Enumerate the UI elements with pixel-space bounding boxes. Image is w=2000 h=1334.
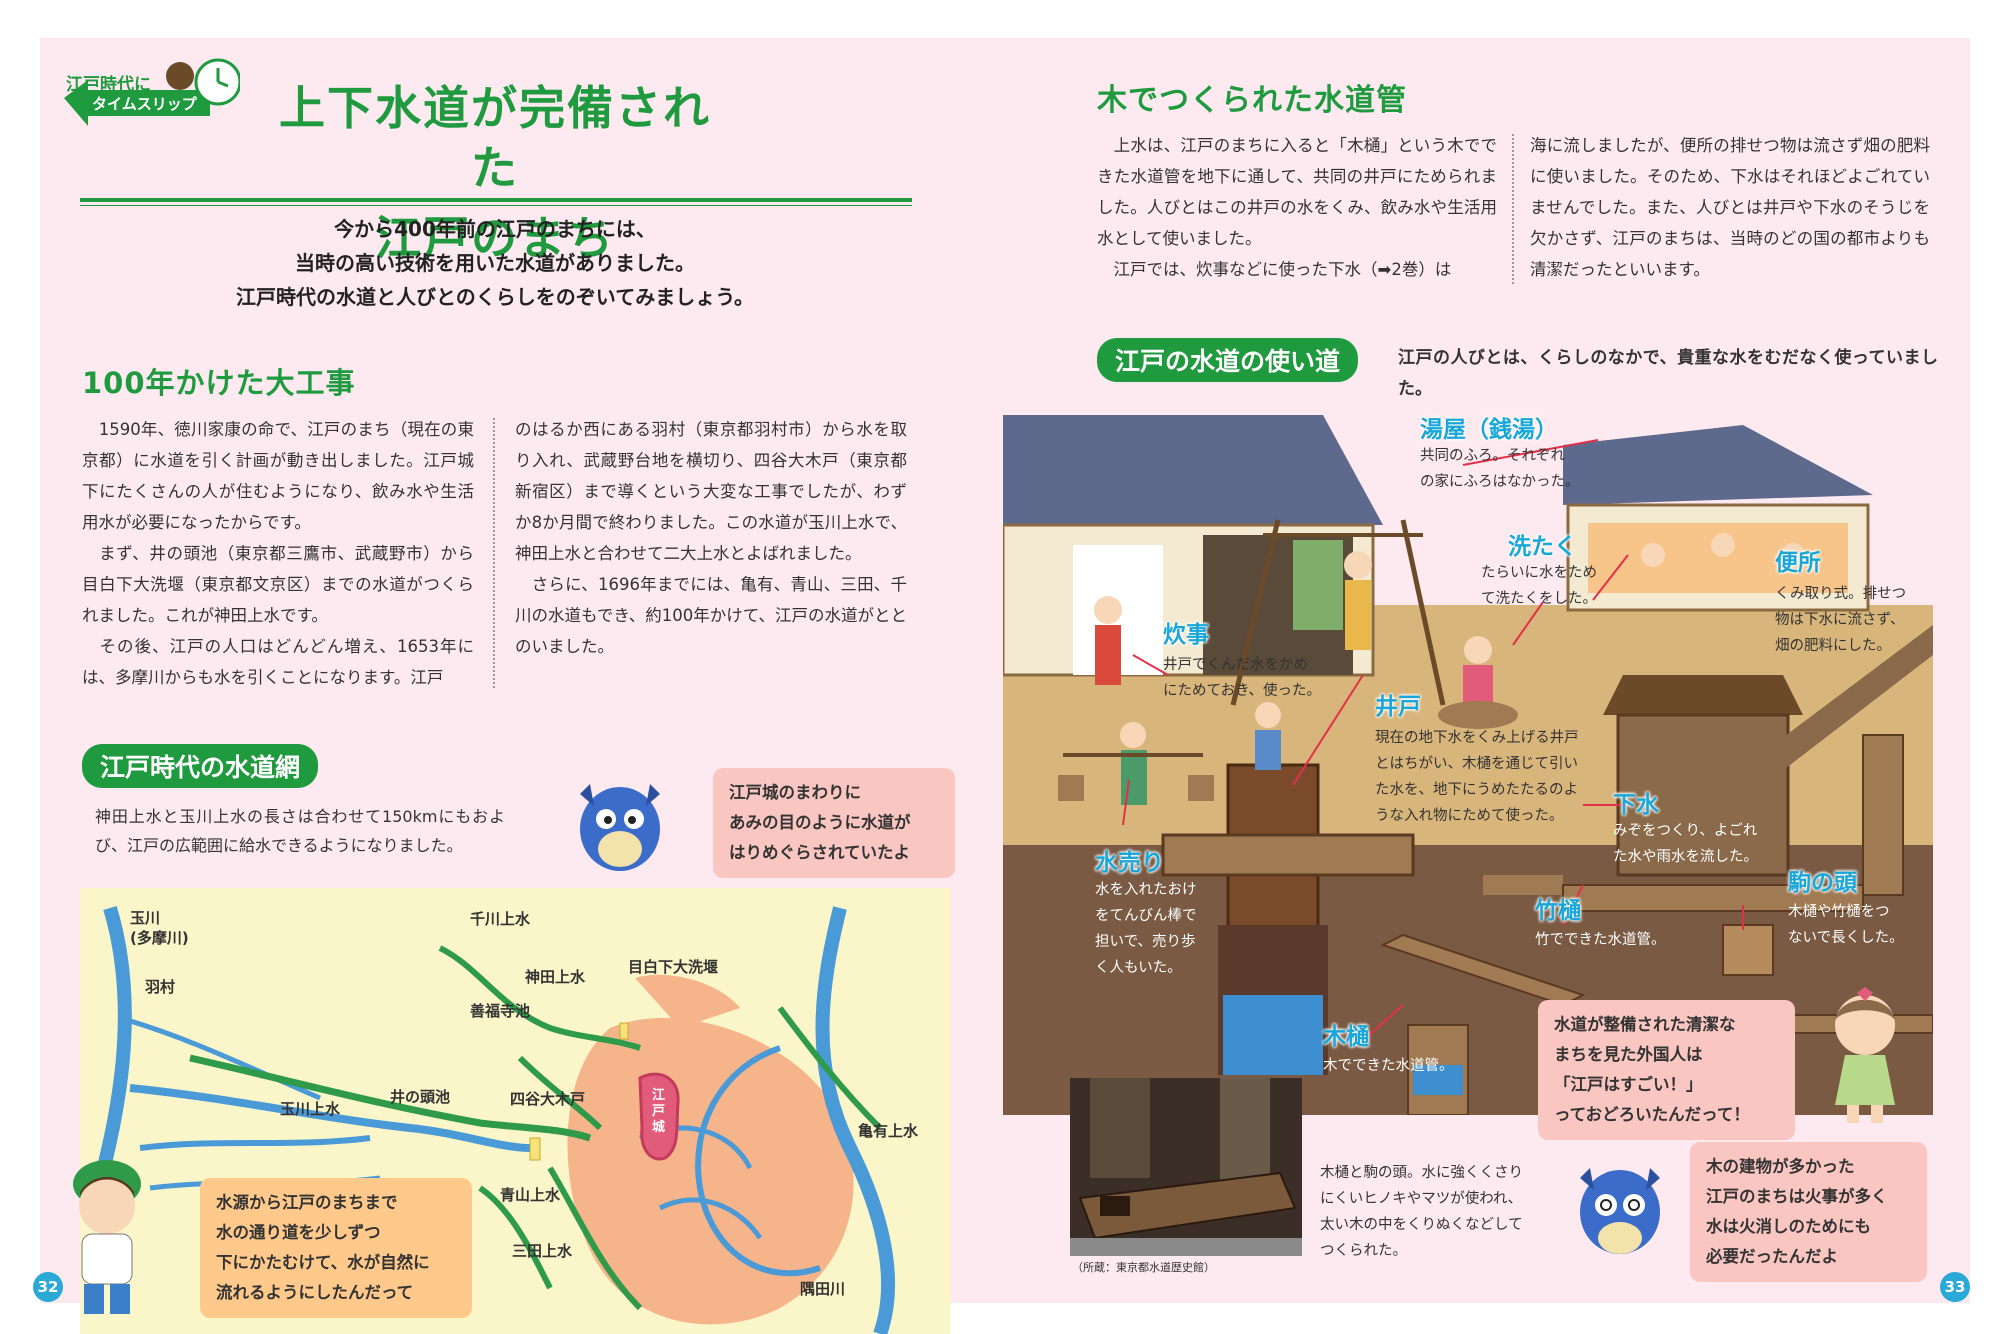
construction-text-col1: 1590年、徳川家康の命で、江戸のまち（現在の東京都）に水道を引く計画が動き出し… xyxy=(82,420,474,687)
wooden-pipes-text-col2: 海に流しましたが、便所の排せつ物は流さず畑の肥料に使いました。そのため、下水はそ… xyxy=(1530,136,1930,279)
map-label-tamagawa-josui: 玉川上水 xyxy=(280,1100,341,1118)
column-divider-right xyxy=(1512,134,1514,284)
title-divider-thin xyxy=(80,205,912,206)
map-label-hamura: 羽村 xyxy=(145,978,176,996)
map-label-mita: 三田上水 xyxy=(512,1242,573,1260)
wooden-pipes-text-col1: 上水は、江戸のまちに入ると「木樋」という木でできた水道管を地下に通して、共同の井… xyxy=(1097,136,1497,279)
page-number-left: 32 xyxy=(33,1272,63,1302)
photo-credit: （所蔵：東京都水道歴史館） xyxy=(1072,1261,1215,1274)
network-text: 神田上水と玉川上水の長さは合わせて150kmにもおよび、江戸の広範囲に給水できる… xyxy=(95,807,505,855)
label-takedoi: 竹樋 xyxy=(1535,898,1581,924)
map-label-zenpukuji: 善福寺池 xyxy=(470,1002,531,1020)
bubble-castle-network: 江戸城のまわりに あみの目のように水道が はりめぐらされていたよ xyxy=(713,768,955,878)
map-label-yotsuya: 四谷大木戸 xyxy=(510,1090,586,1108)
bubble-fire: 木の建物が多かった 江戸のまちは火事が多く 水は火消しのためにも 必要だったんだ… xyxy=(1690,1142,1927,1282)
label-ido: 井戸 xyxy=(1375,694,1421,720)
timeslip-badge: 江戸時代に タイムスリップ xyxy=(60,48,242,128)
map-label-senkawa: 千川上水 xyxy=(470,910,531,928)
desc-sentaku: たらいに水をため て洗たくをした。 xyxy=(1481,565,1597,607)
map-label-aoyama: 青山上水 xyxy=(500,1186,561,1204)
intro-line1: 今から400年前の江戸のまちには、 xyxy=(334,217,656,241)
desc-komagashira: 木樋や竹樋をつ ないで長くした。 xyxy=(1788,904,1904,946)
desc-mizuuri: 水を入れたおけ をてんびん棒で 担いで、売り歩 く人もいた。 xyxy=(1095,882,1197,976)
title-divider xyxy=(80,198,912,202)
dragon-mascot-right xyxy=(1560,1150,1680,1270)
desc-mokuhi: 木でできた水道管。 xyxy=(1323,1058,1454,1074)
desc-yuya: 共同のふろ。それぞれ の家にふろはなかった。 xyxy=(1420,448,1580,490)
map-label-inokashira: 井の頭池 xyxy=(390,1088,451,1106)
desc-gesui: みぞをつくり、よごれ た水や雨水を流した。 xyxy=(1613,823,1758,865)
map-label-kameari: 亀有上水 xyxy=(858,1122,919,1140)
construction-text-col2: のはるか西にある羽村（東京都羽村市）から水を取り入れ、武蔵野台地を横切り、四谷大… xyxy=(515,420,907,656)
map-label-sumida: 隅田川 xyxy=(800,1280,846,1298)
mokuhi-photo xyxy=(1070,1078,1302,1256)
badge-arrow-shape xyxy=(64,58,242,126)
label-komagashira: 駒の頭 xyxy=(1788,870,1857,896)
column-divider xyxy=(493,418,495,688)
label-yuya: 湯屋（銭湯） xyxy=(1420,417,1558,443)
intro-line3: 江戸時代の水道と人びとのくらしをのぞいてみましょう。 xyxy=(236,285,754,309)
label-mizuuri: 水売り xyxy=(1095,850,1164,876)
map-label-kanda: 神田上水 xyxy=(525,968,586,986)
usage-lead-text: 江戸の人びとは、くらしのなかで、貴重な水をむだなく使っていました。 xyxy=(1398,348,1938,399)
dragon-mascot-left xyxy=(560,764,680,884)
intro-text: 今から400年前の江戸のまちには、 当時の高い技術を用いた水道がありました。 江… xyxy=(80,212,910,314)
badge-line2: タイムスリップ xyxy=(92,95,197,113)
illustration-graphic xyxy=(1003,405,1933,1115)
badge-line1: 江戸時代に xyxy=(66,75,151,95)
map-label-mejiro: 目白下大洗堰 xyxy=(628,958,719,976)
girl-mascot xyxy=(1815,985,1915,1125)
desc-ido: 現在の地下水をくみ上げる井戸 とはちがい、木樋を通じて引い た水を、地下にうめた… xyxy=(1375,730,1579,824)
photo-caption: 木樋と駒の頭。水に強くくさり にくいヒノキやマツが使われ、 太い木の中をくりぬく… xyxy=(1320,1165,1523,1259)
desc-suiji: 井戸でくんだ水をかめ にためておき、使った。 xyxy=(1163,657,1322,699)
bubble-water-slope: 水源から江戸のまちまで 水の通り道を少しずつ 下にかたむけて、水が自然に 流れる… xyxy=(200,1178,472,1318)
section-heading-construction: 100年かけた大工事 xyxy=(82,366,356,400)
section-pill-usage: 江戸の水道の使い道 xyxy=(1097,338,1359,382)
page-number-right: 33 xyxy=(1940,1272,1970,1302)
section-pill-network: 江戸時代の水道網 xyxy=(82,744,319,788)
page-title-line2: 江戸のまち xyxy=(375,211,615,265)
intro-line2: 当時の高い技術を用いた水道がありました。 xyxy=(295,251,695,275)
page-title: 上下水道が完備された 江戸のまち xyxy=(260,78,730,268)
boy-mascot xyxy=(52,1144,162,1324)
map-label-tamagawa: 玉川 (多摩川) xyxy=(130,909,189,947)
label-sentaku: 洗たく xyxy=(1508,534,1577,560)
desc-takedoi: 竹でできた水道管。 xyxy=(1535,932,1666,948)
map-label-castle: 江戸城 xyxy=(652,1088,666,1135)
bubble-foreigner: 水道が整備された清潔な まちを見た外国人は 「江戸はすごい！」 っておどろいたん… xyxy=(1538,1000,1795,1140)
section-heading-wooden-pipes: 木でつくられた水道管 xyxy=(1097,83,1407,118)
label-gesui: 下水 xyxy=(1613,792,1659,818)
water-usage-illustration: 湯屋（銭湯） 共同のふろ。それぞれ の家にふろはなかった。 洗たく たらいに水を… xyxy=(1003,405,1933,1115)
page-title-line1: 上下水道が完備された xyxy=(279,81,711,195)
map-graphic xyxy=(83,905,896,1334)
label-mokuhi: 木樋 xyxy=(1323,1024,1369,1050)
label-benjo: 便所 xyxy=(1775,550,1821,576)
desc-benjo: くみ取り式。排せつ 物は下水に流さず、 畑の肥料にした。 xyxy=(1775,586,1907,654)
label-suiji: 炊事 xyxy=(1163,622,1209,648)
